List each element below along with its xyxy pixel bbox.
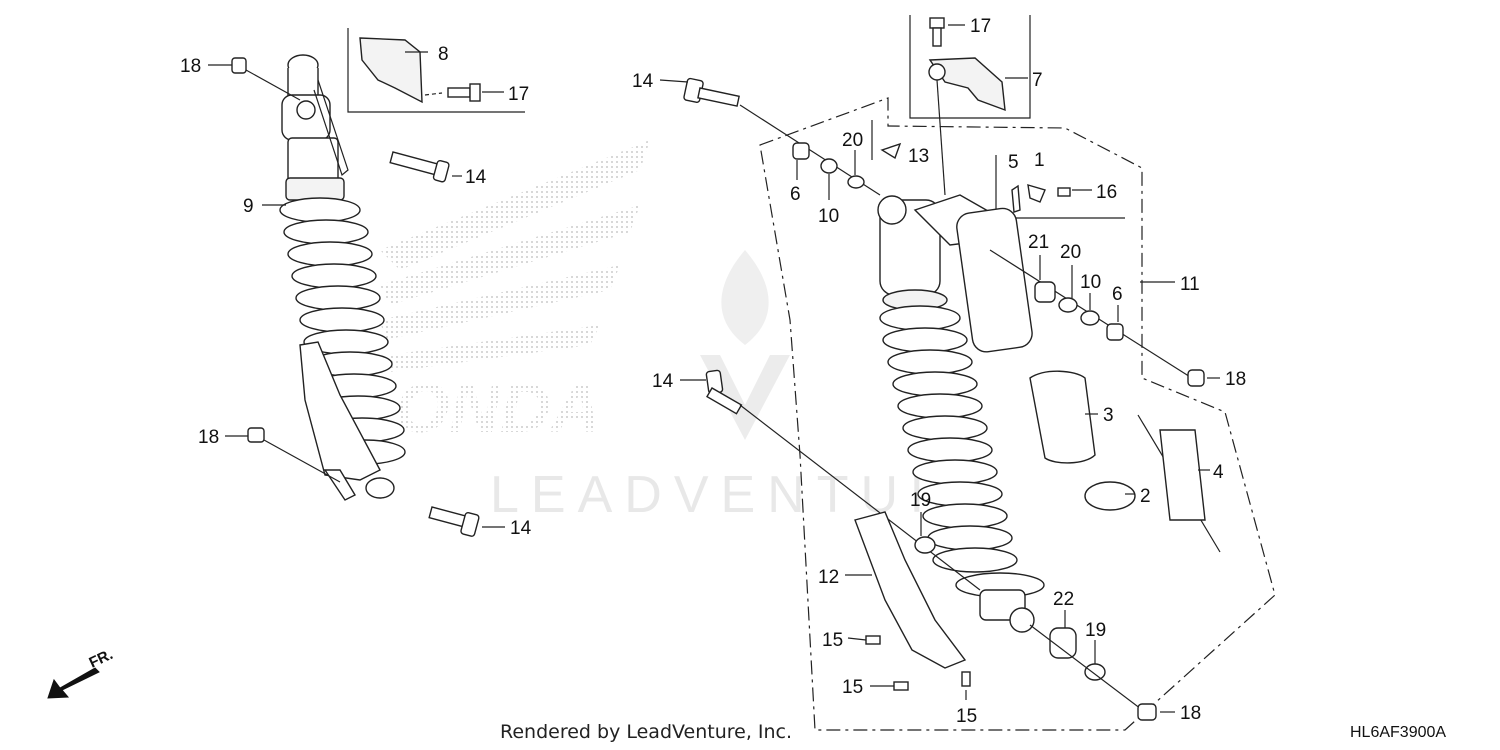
callout-3[interactable]: 3 (1103, 405, 1114, 426)
bushing-22 (1049, 627, 1077, 659)
leader-lines (208, 24, 1220, 713)
brand-wing-watermark: ONDA (380, 140, 650, 447)
callout-22[interactable]: 22 (1053, 589, 1074, 610)
bolt-14-middle (705, 369, 981, 591)
callout-18[interactable]: 18 (180, 56, 201, 77)
callout-20[interactable]: 20 (842, 130, 863, 151)
svg-text:ONDA: ONDA (395, 369, 601, 447)
callout-1[interactable]: 1 (1034, 150, 1045, 171)
callout-10[interactable]: 10 (1080, 272, 1101, 293)
callout-2[interactable]: 2 (1140, 486, 1151, 507)
nut-18-upper-left (231, 57, 247, 74)
left-guard-part-8 (359, 37, 423, 104)
callout-4[interactable]: 4 (1213, 462, 1224, 483)
callout-13[interactable]: 13 (908, 146, 929, 167)
callout-14[interactable]: 14 (510, 518, 532, 539)
hose-guard-part-7 (928, 57, 1006, 112)
callout-7[interactable]: 7 (1032, 70, 1043, 91)
mount-hardware-right (989, 249, 1205, 387)
callout-20[interactable]: 20 (1060, 242, 1081, 263)
clip-13 (880, 142, 902, 160)
bolt-14-lower-left (428, 506, 480, 537)
clamp-1 (1027, 184, 1046, 203)
callout-21[interactable]: 21 (1028, 232, 1049, 253)
guard-4 (1159, 429, 1206, 521)
rendered-by-text: Rendered by LeadVenture, Inc. (500, 721, 792, 743)
bolt-15-a (865, 635, 881, 645)
diagram-code: HL6AF3900A (1350, 724, 1446, 741)
callout-5[interactable]: 5 (1008, 152, 1019, 173)
callout-6[interactable]: 6 (790, 184, 801, 205)
washer-5 (1011, 184, 1021, 213)
bolt-15-c (961, 671, 971, 687)
callout-8[interactable]: 8 (438, 44, 449, 65)
callout-17[interactable]: 17 (970, 16, 991, 37)
callout-18[interactable]: 18 (198, 427, 219, 448)
screw-16 (1057, 187, 1071, 197)
callouts: 18 8 17 14 9 18 14 14 6 10 20 13 17 7 5 … (180, 16, 1246, 727)
bolt-17-top (929, 17, 945, 29)
left-shock-absorber (279, 54, 406, 501)
callout-14[interactable]: 14 (632, 71, 654, 92)
ring-2 (1084, 481, 1136, 511)
callout-14[interactable]: 14 (652, 371, 674, 392)
lower-guard-12 (854, 511, 967, 669)
leadventure-logo-watermark (700, 250, 790, 440)
callout-18[interactable]: 18 (1180, 703, 1201, 724)
callout-12[interactable]: 12 (818, 567, 839, 588)
callout-6[interactable]: 6 (1112, 284, 1123, 305)
right-shock-absorber (877, 194, 1045, 633)
left-shock-spring (279, 197, 406, 465)
ring-19-right (1084, 663, 1106, 681)
callout-17[interactable]: 17 (508, 84, 529, 105)
bolt-14-upper-left (389, 151, 450, 183)
callout-19[interactable]: 19 (910, 490, 931, 511)
mount-hardware-upper (683, 77, 881, 196)
front-label: FR. (87, 646, 116, 672)
nut-18-lower-left (247, 427, 265, 443)
bolt-15-b (893, 681, 909, 691)
callout-11[interactable]: 11 (1180, 274, 1200, 295)
watermark-text: LEADVENTURE (490, 466, 1006, 524)
callout-16[interactable]: 16 (1096, 182, 1117, 203)
assembly-11-outline (759, 97, 1276, 731)
callout-15[interactable]: 15 (822, 630, 843, 651)
callout-18[interactable]: 18 (1225, 369, 1246, 390)
callout-10[interactable]: 10 (818, 206, 839, 227)
callout-19[interactable]: 19 (1085, 620, 1106, 641)
callout-15[interactable]: 15 (956, 706, 977, 727)
callout-9[interactable]: 9 (243, 196, 254, 217)
front-direction-arrow-icon: FR. (47, 646, 116, 699)
bolt-17-top-shank (932, 27, 942, 47)
right-shock-spring (879, 305, 1045, 598)
callout-15[interactable]: 15 (842, 677, 863, 698)
callout-14[interactable]: 14 (465, 167, 487, 188)
ring-19-left (914, 536, 936, 554)
nut-18-bottom (1137, 703, 1157, 721)
bolt-17-upper-left (447, 83, 481, 102)
spring-sleeve-3 (1029, 370, 1096, 464)
